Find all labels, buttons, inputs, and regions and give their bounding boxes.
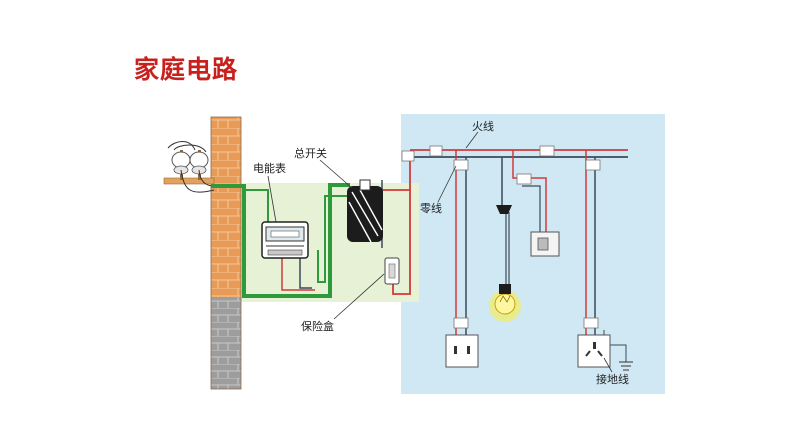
main-lines	[410, 149, 628, 362]
live-wire-label: 火线	[472, 119, 494, 133]
page-title: 家庭电路	[134, 55, 239, 84]
socket-icon	[577, 334, 611, 368]
electric-meter-icon	[261, 221, 309, 259]
ground-symbol-icon	[619, 361, 633, 371]
neutral-wire-label: 零线	[420, 201, 442, 215]
fuse-box-icon	[384, 257, 400, 285]
leader-lines	[267, 131, 613, 373]
main-switch-label: 总开关	[294, 146, 327, 160]
socket-icon	[445, 334, 479, 368]
insulator-icon	[163, 141, 215, 193]
junction-boxes	[401, 145, 601, 329]
ground-wire-label: 接地线	[596, 372, 629, 386]
wall-switch-icon	[530, 231, 560, 257]
main-switch-icon	[347, 179, 383, 243]
fuse-box-label: 保险盒	[301, 319, 334, 333]
lamp-icon	[489, 205, 521, 322]
meter-label: 电能表	[253, 161, 286, 175]
brick-wall	[210, 116, 242, 390]
